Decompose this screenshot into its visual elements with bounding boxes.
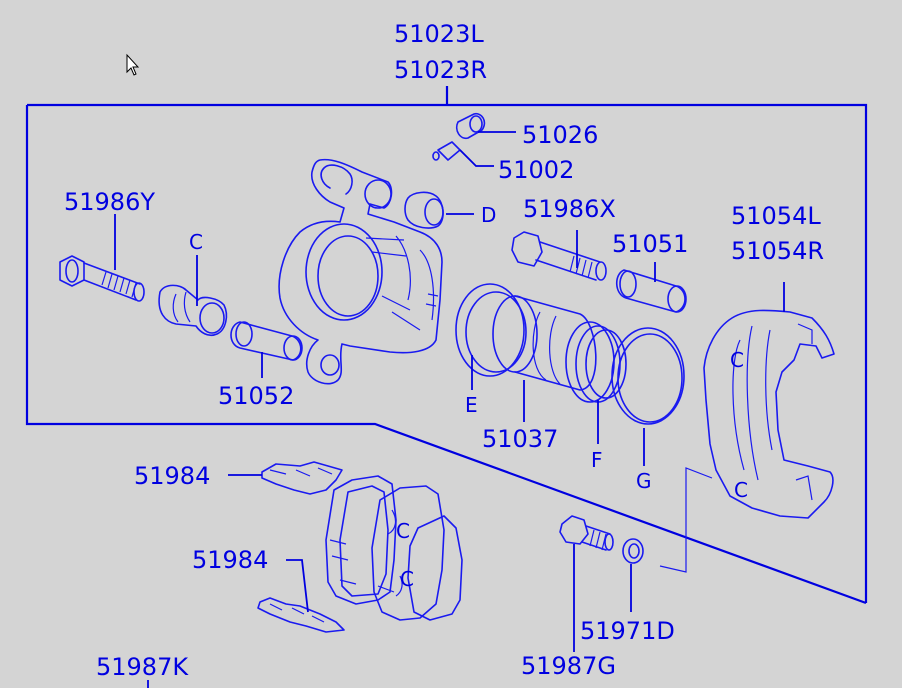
label-51054l: 51054L	[731, 202, 821, 230]
mark-c-pad-2: C	[400, 567, 414, 591]
label-51986y: 51986Y	[64, 188, 155, 216]
label-51987k: 51987K	[96, 653, 189, 681]
mark-c-pad-1: C	[396, 519, 410, 543]
label-51026: 51026	[522, 121, 598, 149]
label-c: C	[189, 230, 203, 254]
mouse-pointer-icon	[126, 53, 140, 76]
boot-c-drawing	[158, 255, 228, 337]
bolt-51986x-drawing	[511, 230, 607, 281]
mark-c-support-1: C	[730, 348, 744, 372]
label-g: G	[636, 469, 652, 493]
label-51051: 51051	[612, 230, 688, 258]
label-51971d: 51971D	[580, 617, 675, 645]
washer-51971d-drawing	[622, 467, 713, 612]
label-51002: 51002	[498, 156, 574, 184]
piston-drawing	[455, 283, 685, 466]
label-e: E	[465, 393, 478, 417]
label-51984-lower: 51984	[192, 546, 268, 574]
bolt-51986y-drawing	[59, 214, 145, 302]
label-f: F	[591, 448, 603, 472]
label-51052: 51052	[218, 382, 294, 410]
label-51023l: 51023L	[394, 20, 484, 48]
assembly-frame	[25, 86, 868, 605]
caliper-body-drawing	[278, 158, 443, 385]
support-bracket-drawing	[703, 282, 835, 519]
clip-lower-drawing	[257, 559, 345, 633]
label-51986x: 51986X	[523, 195, 616, 223]
bleeder-drawing	[432, 112, 516, 167]
clip-upper-drawing	[228, 461, 343, 495]
pin-51051-drawing	[615, 262, 687, 313]
label-51987g: 51987G	[521, 652, 616, 680]
label-51984-upper: 51984	[134, 462, 210, 490]
label-51023r: 51023R	[394, 56, 487, 84]
sleeve-d-drawing	[404, 191, 474, 229]
pin-51052-drawing	[230, 321, 303, 378]
label-51037: 51037	[482, 425, 558, 453]
brake-pads-drawing	[325, 475, 463, 621]
mark-c-support-2: C	[734, 478, 748, 502]
label-51054r: 51054R	[731, 237, 824, 265]
bolt-51987g-drawing	[559, 515, 614, 652]
label-d: D	[481, 203, 496, 227]
